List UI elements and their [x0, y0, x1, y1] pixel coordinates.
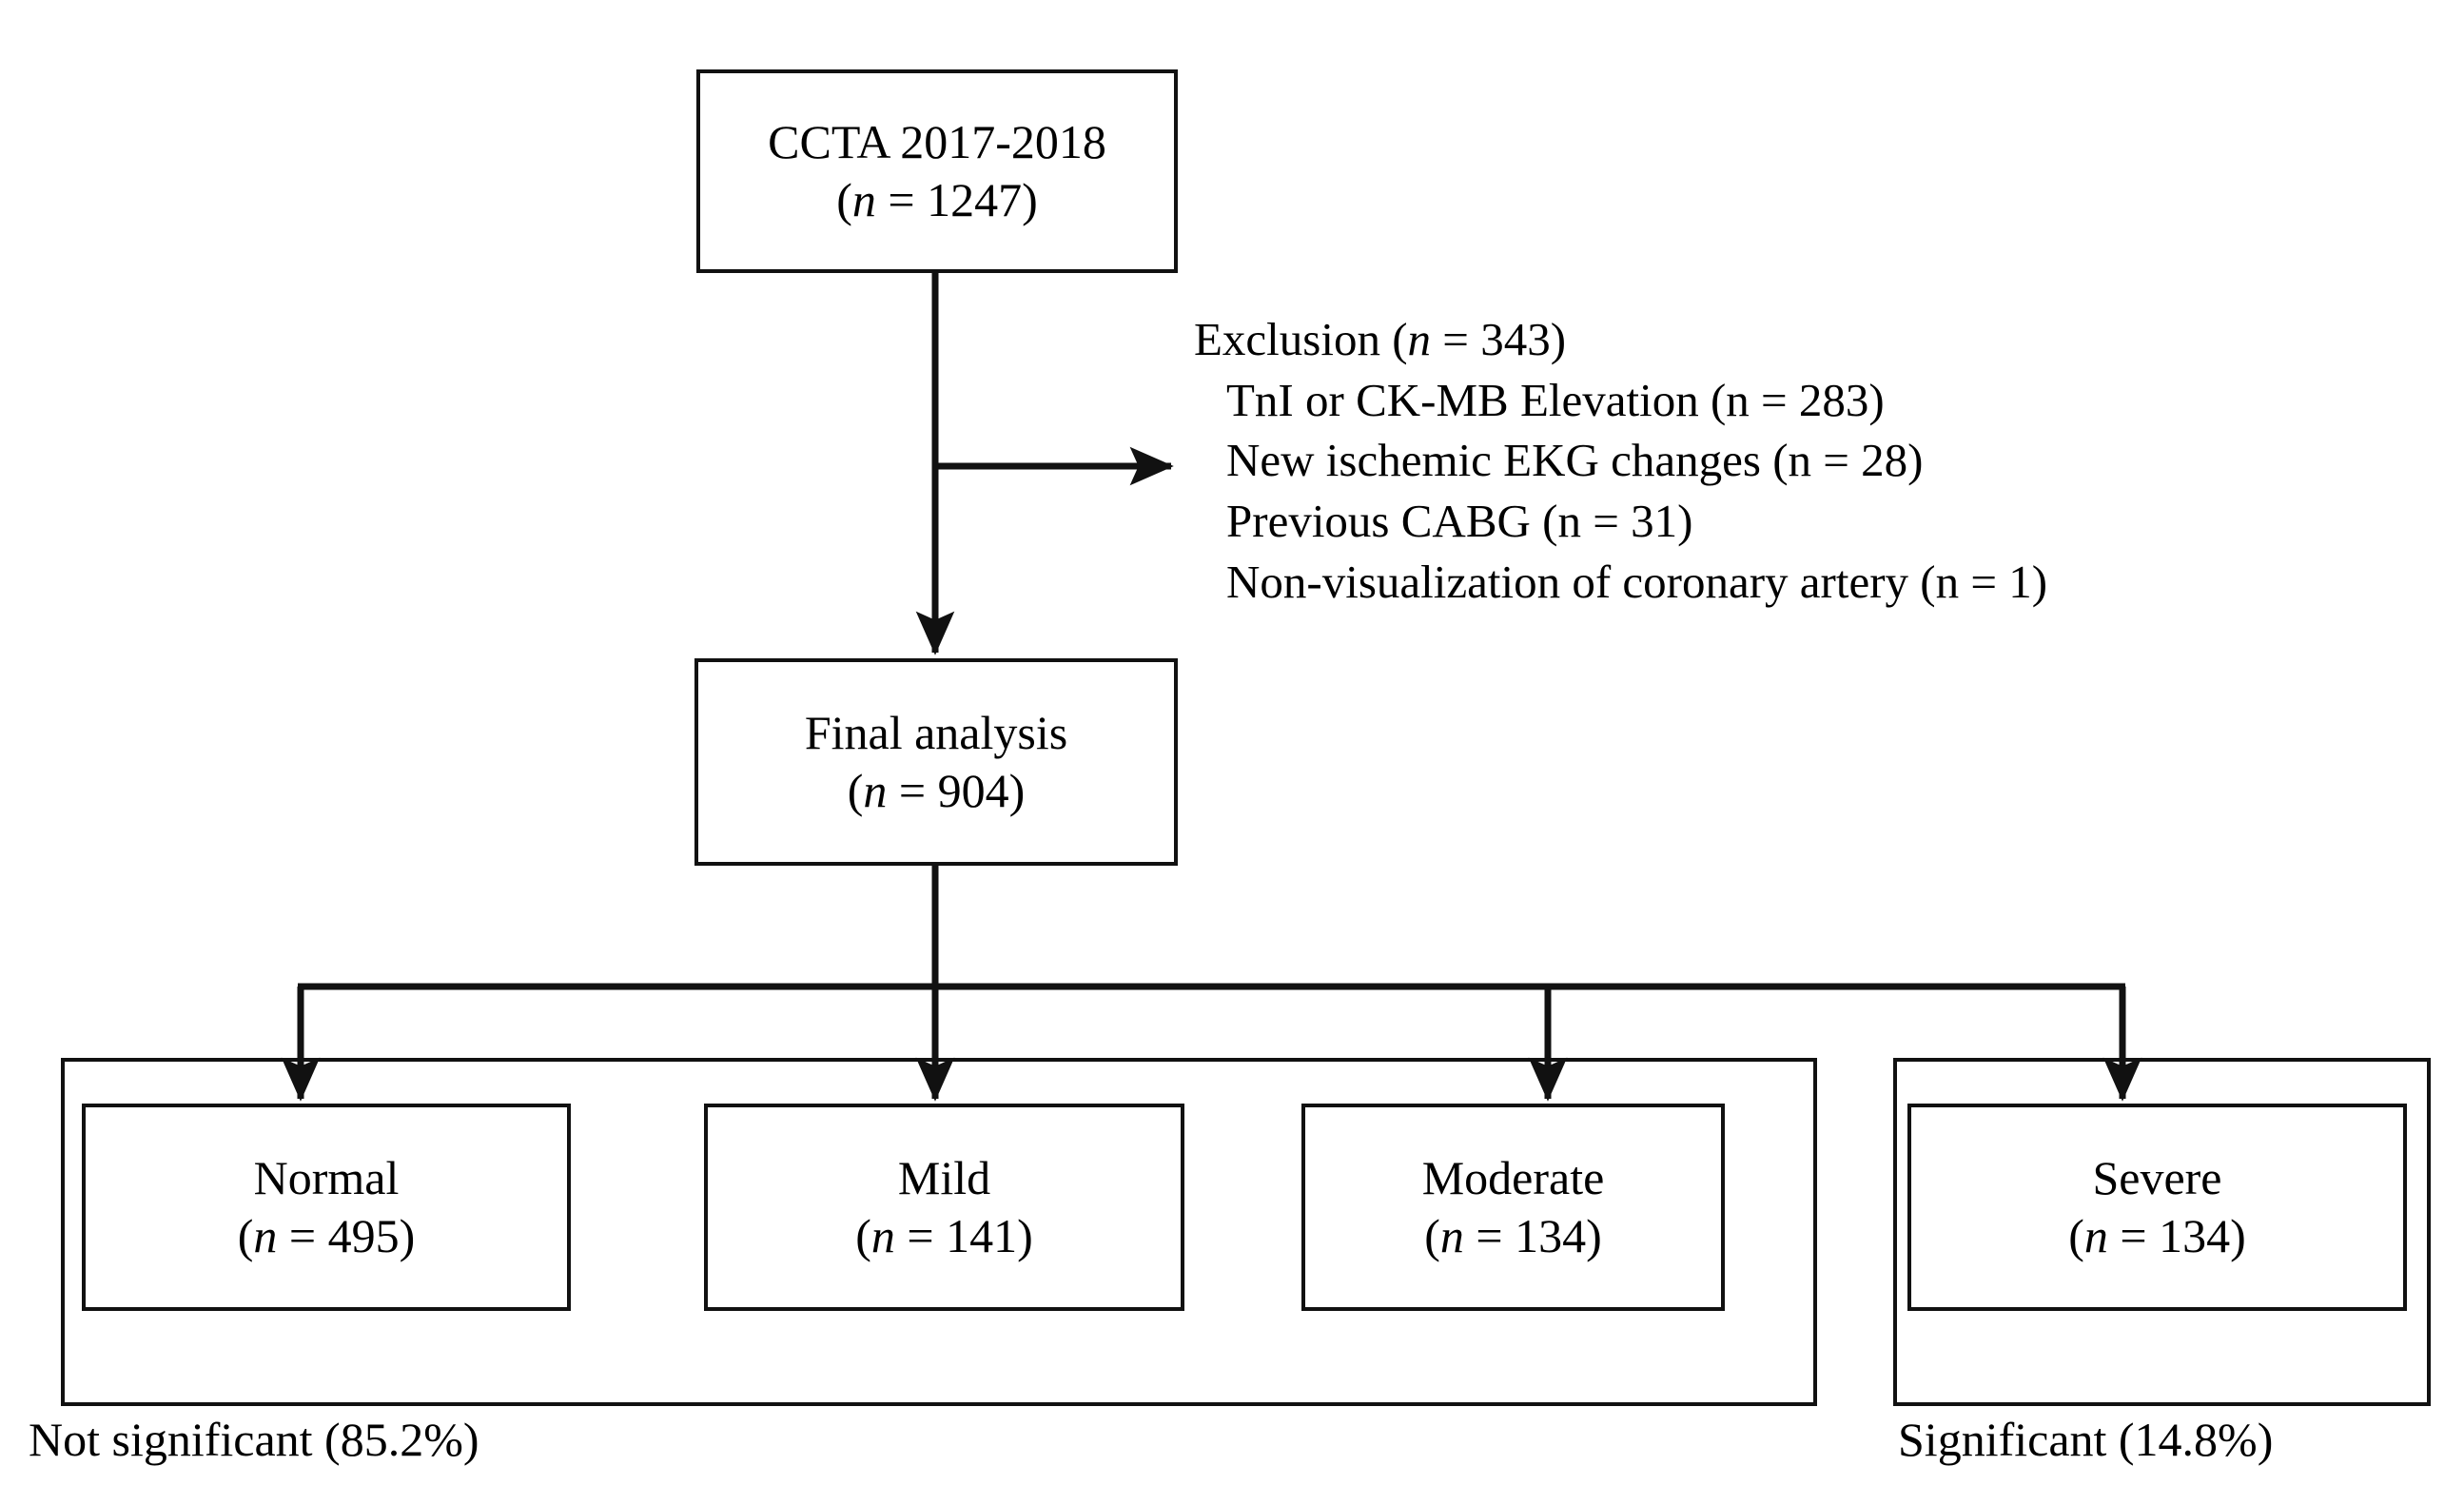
caption-not-significant: Not significant (85.2%) [29, 1413, 479, 1466]
node-final-analysis: Final analysis (n = 904) [694, 658, 1178, 866]
exclusion-heading: Exclusion (n = 343) [1194, 313, 1567, 365]
category-count-symbol-severe: n [2083, 1209, 2108, 1262]
node-source-cohort: CCTA 2017-2018 (n = 1247) [696, 69, 1178, 273]
category-label-mild: Mild [897, 1151, 991, 1204]
exclusion-item-tni-ckmb: TnI or CK-MB Elevation (n = 283) [1226, 373, 1885, 426]
category-count-value-normal: 495 [327, 1209, 400, 1262]
category-count-moderate: (n = 134) [1424, 1209, 1602, 1262]
exclusion-heading-symbol: n [1407, 313, 1432, 365]
group-significant [1893, 1058, 2431, 1406]
node-category-severe: Severe (n = 134) [1907, 1104, 2407, 1311]
caption-significant: Significant (14.8%) [1898, 1413, 2274, 1466]
category-count-normal: (n = 495) [237, 1209, 416, 1262]
category-label-severe: Severe [2092, 1151, 2222, 1204]
exclusion-item-previous-cabg: Previous CABG (n = 31) [1226, 495, 1693, 548]
node-source-count: (n = 1247) [836, 173, 1038, 226]
category-count-value-moderate: 134 [1515, 1209, 1587, 1262]
node-final-label: Final analysis [804, 706, 1068, 759]
category-count-symbol-moderate: n [1439, 1209, 1464, 1262]
node-category-moderate: Moderate (n = 134) [1301, 1104, 1725, 1311]
category-count-mild: (n = 141) [855, 1209, 1033, 1262]
category-label-normal: Normal [253, 1151, 400, 1204]
node-source-label: CCTA 2017-2018 [768, 115, 1106, 168]
category-label-moderate: Moderate [1421, 1151, 1605, 1204]
node-final-count-value: 904 [937, 764, 1009, 817]
node-final-count: (n = 904) [847, 764, 1026, 817]
category-count-value-severe: 134 [2159, 1209, 2231, 1262]
node-category-mild: Mild (n = 141) [704, 1104, 1184, 1311]
category-count-symbol-normal: n [253, 1209, 278, 1262]
node-source-count-value: 1247 [927, 173, 1023, 226]
exclusion-heading-total: 343 [1480, 313, 1551, 365]
category-count-value-mild: 141 [946, 1209, 1018, 1262]
exclusion-item-ekg-changes: New ischemic EKG changes (n = 28) [1226, 434, 1924, 487]
group-not-significant [61, 1058, 1817, 1406]
category-count-severe: (n = 134) [2068, 1209, 2246, 1262]
exclusion-item-non-visualization: Non-visualization of coronary artery (n … [1226, 555, 2048, 608]
node-final-count-symbol: n [863, 764, 888, 817]
node-source-count-symbol: n [851, 173, 876, 226]
node-category-normal: Normal (n = 495) [82, 1104, 571, 1311]
exclusion-list: Exclusion (n = 343) TnI or CK-MB Elevati… [1194, 309, 2047, 612]
category-count-symbol-mild: n [870, 1209, 895, 1262]
